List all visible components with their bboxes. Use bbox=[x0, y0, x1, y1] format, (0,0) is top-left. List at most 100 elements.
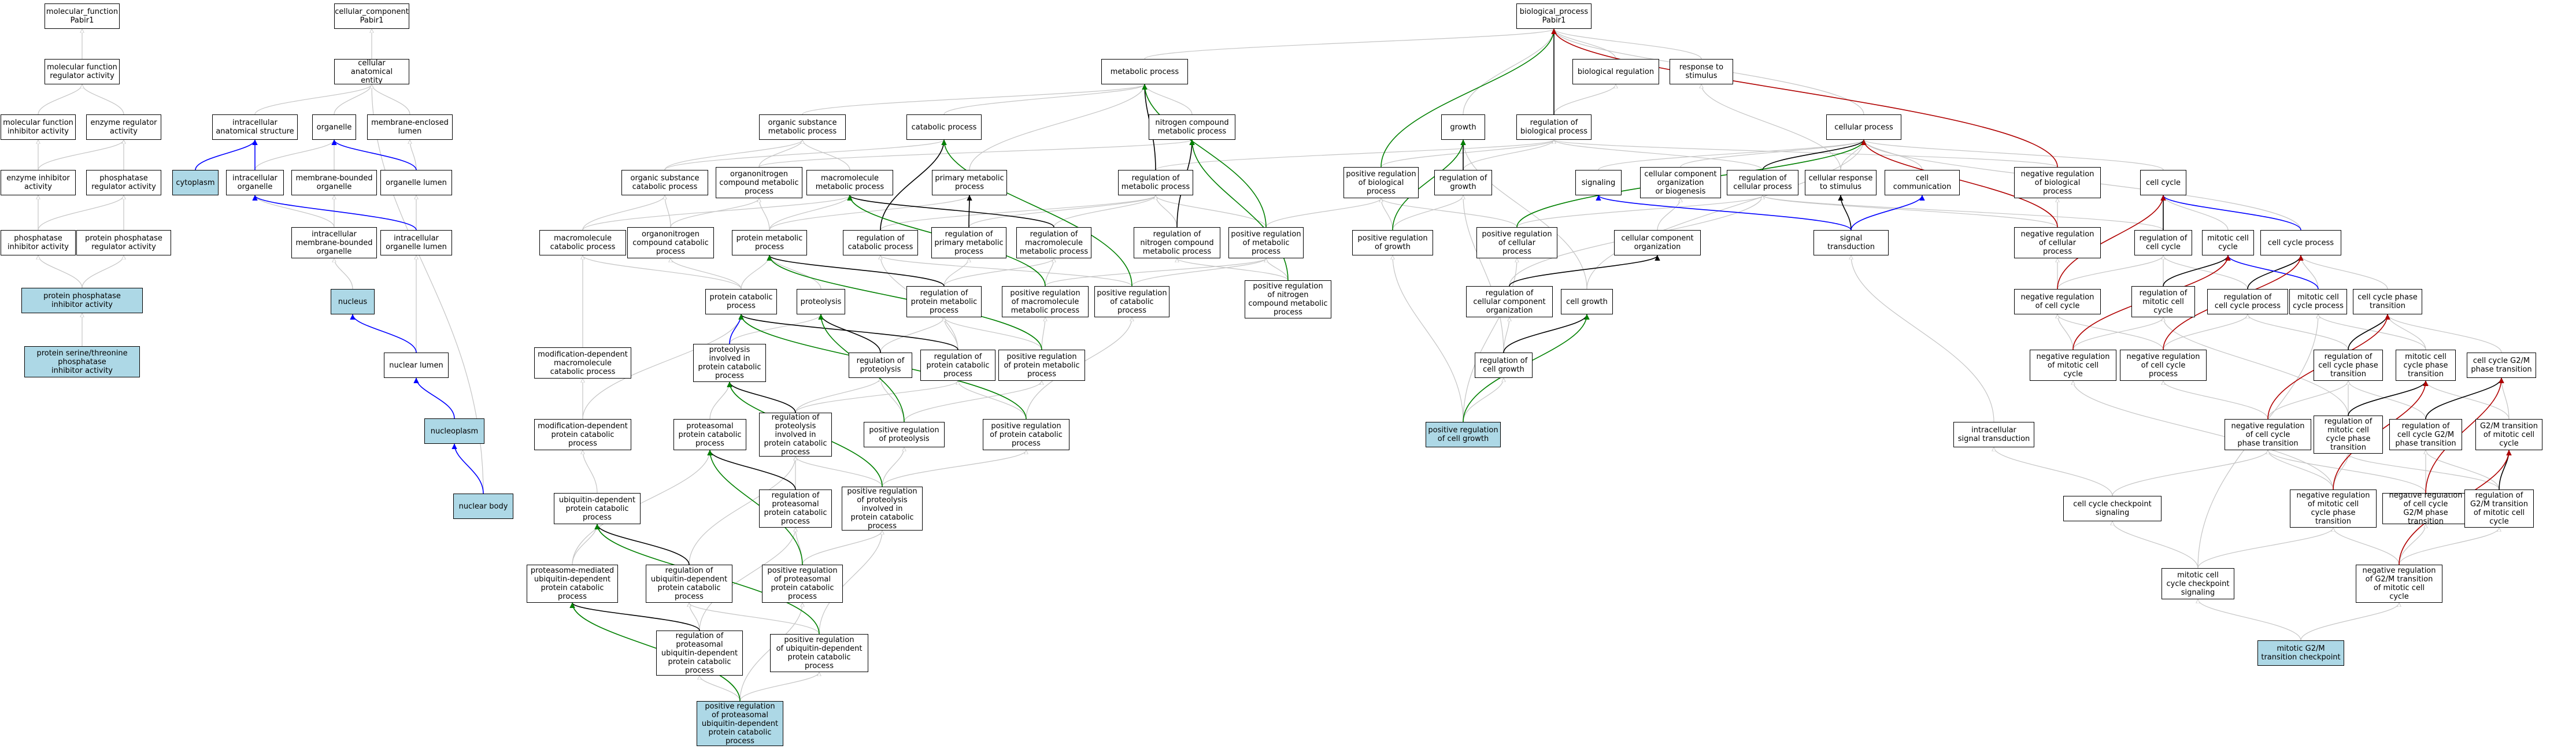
go-term-node-phosphatase-inhibitor-activity[interactable]: phosphatase inhibitor activity bbox=[1, 230, 76, 255]
go-term-node-regulation-of-cell-cycle-g2m-phase-transition[interactable]: regulation of cell cycle G2/M phase tran… bbox=[2389, 419, 2462, 450]
go-term-node-protein-phosphatase-inhibitor-activity[interactable]: protein phosphatase inhibitor activity bbox=[21, 288, 143, 313]
go-term-node-cellular-component-organization-or-biogenesis[interactable]: cellular component organization or bioge… bbox=[1640, 167, 1721, 198]
go-term-node-nuclear-body[interactable]: nuclear body bbox=[453, 494, 513, 519]
go-term-node-regulation-of-g2m-transition-of-mitotic-cell-cycle[interactable]: regulation of G2/M transition of mitotic… bbox=[2464, 490, 2534, 528]
go-term-node-positive-regulation-of-cell-growth[interactable]: positive regulation of cell growth bbox=[1426, 422, 1501, 447]
go-term-node-negative-regulation-of-mitotic-cell-cycle-phase-transition[interactable]: negative regulation of mitotic cell cycl… bbox=[2290, 490, 2377, 528]
go-term-node-organic-substance-metabolic-process[interactable]: organic substance metabolic process bbox=[759, 114, 846, 140]
go-term-node-cell-cycle-phase-transition[interactable]: cell cycle phase transition bbox=[2353, 289, 2422, 314]
go-term-node-modification-dependent-protein-catabolic-process[interactable]: modification-dependent protein catabolic… bbox=[534, 419, 631, 450]
go-term-node-intracellular-organelle-lumen[interactable]: intracellular organelle lumen bbox=[380, 230, 452, 255]
go-term-node-regulation-of-mitotic-cell-cycle[interactable]: regulation of mitotic cell cycle bbox=[2131, 286, 2195, 317]
go-term-node-regulation-of-proteolysis-involved-in-protein-catabolic-process[interactable]: regulation of proteolysis involved in pr… bbox=[759, 413, 832, 457]
go-term-node-positive-regulation-of-ubiquitin-dependent-protein-catabolic-process[interactable]: positive regulation of ubiquitin-depende… bbox=[770, 634, 868, 672]
go-term-node-regulation-of-macromolecule-metabolic-process[interactable]: regulation of macromolecule metabolic pr… bbox=[1016, 227, 1091, 258]
go-term-node-intracellular-organelle[interactable]: intracellular organelle bbox=[226, 170, 284, 195]
go-term-node-mitotic-cell-cycle-phase-transition[interactable]: mitotic cell cycle phase transition bbox=[2396, 350, 2456, 381]
go-term-node-regulation-of-mitotic-cell-cycle-phase-transition[interactable]: regulation of mitotic cell cycle phase t… bbox=[2314, 416, 2383, 454]
go-term-node-molecular-function[interactable]: molecular_function Pabir1 bbox=[45, 3, 120, 29]
go-term-node-positive-regulation-of-growth[interactable]: positive regulation of growth bbox=[1352, 230, 1433, 255]
go-term-node-regulation-of-cell-cycle-process[interactable]: regulation of cell cycle process bbox=[2207, 289, 2288, 314]
go-term-node-positive-regulation-of-macromolecule-metabolic-process[interactable]: positive regulation of macromolecule met… bbox=[1002, 286, 1089, 317]
go-term-node-primary-metabolic-process[interactable]: primary metabolic process bbox=[932, 170, 1007, 195]
go-term-node-cell-cycle-g2m-phase-transition[interactable]: cell cycle G2/M phase transition bbox=[2467, 353, 2536, 378]
go-term-node-organelle-lumen[interactable]: organelle lumen bbox=[380, 170, 452, 195]
go-term-node-organonitrogen-compound-catabolic-process[interactable]: organonitrogen compound catabolic proces… bbox=[627, 227, 714, 258]
go-term-node-enzyme-regulator-activity[interactable]: enzyme regulator activity bbox=[86, 114, 161, 140]
go-term-node-biological-process[interactable]: biological_process Pabir1 bbox=[1516, 3, 1592, 29]
go-term-node-intracellular-membrane-bounded-organelle[interactable]: intracellular membrane-bounded organelle bbox=[291, 227, 377, 258]
go-term-node-negative-regulation-of-cell-cycle-process[interactable]: negative regulation of cell cycle proces… bbox=[2120, 350, 2207, 381]
go-term-node-catabolic-process[interactable]: catabolic process bbox=[906, 114, 982, 140]
go-term-node-intracellular-anatomical-structure[interactable]: intracellular anatomical structure bbox=[212, 114, 298, 140]
go-term-node-signaling[interactable]: signaling bbox=[1575, 170, 1622, 195]
go-term-node-regulation-of-primary-metabolic-process[interactable]: regulation of primary metabolic process bbox=[931, 227, 1006, 258]
go-term-node-positive-regulation-of-biological-process[interactable]: positive regulation of biological proces… bbox=[1343, 167, 1419, 198]
go-term-node-regulation-of-nitrogen-compound-metabolic-process[interactable]: regulation of nitrogen compound metaboli… bbox=[1134, 227, 1220, 258]
go-term-node-negative-regulation-of-biological-process[interactable]: negative regulation of biological proces… bbox=[2014, 167, 2101, 198]
go-term-node-regulation-of-catabolic-process[interactable]: regulation of catabolic process bbox=[843, 230, 918, 255]
go-term-node-regulation-of-proteasomal-protein-catabolic-process[interactable]: regulation of proteasomal protein catabo… bbox=[759, 490, 832, 528]
go-term-node-proteasomal-protein-catabolic-process[interactable]: proteasomal protein catabolic process bbox=[673, 419, 746, 450]
go-term-node-protein-phosphatase-regulator-activity[interactable]: protein phosphatase regulator activity bbox=[76, 230, 171, 255]
go-term-node-positive-regulation-of-nitrogen-compound-metabolic-process[interactable]: positive regulation of nitrogen compound… bbox=[1245, 280, 1331, 318]
go-term-node-macromolecule-catabolic-process[interactable]: macromolecule catabolic process bbox=[539, 230, 626, 255]
go-term-node-macromolecule-metabolic-process[interactable]: macromolecule metabolic process bbox=[806, 170, 893, 195]
go-term-node-nucleoplasm[interactable]: nucleoplasm bbox=[424, 418, 484, 444]
go-term-node-ubiquitin-dependent-protein-catabolic-process[interactable]: ubiquitin-dependent protein catabolic pr… bbox=[554, 493, 641, 524]
go-term-node-negative-regulation-of-g2m-transition-of-mitotic-cell-cycle[interactable]: negative regulation of G2/M transition o… bbox=[2356, 565, 2442, 603]
go-term-node-regulation-of-growth[interactable]: regulation of growth bbox=[1434, 170, 1492, 195]
go-term-node-cell-cycle-process[interactable]: cell cycle process bbox=[2260, 230, 2341, 255]
go-term-node-cellular-anatomical-entity[interactable]: cellular anatomical entity bbox=[334, 59, 409, 84]
go-term-node-regulation-of-cell-growth[interactable]: regulation of cell growth bbox=[1475, 353, 1533, 378]
go-term-node-modification-dependent-macromolecule-catabolic-process[interactable]: modification-dependent macromolecule cat… bbox=[534, 347, 631, 379]
go-term-node-regulation-of-cell-cycle-phase-transition[interactable]: regulation of cell cycle phase transitio… bbox=[2314, 350, 2383, 381]
go-term-node-nuclear-lumen[interactable]: nuclear lumen bbox=[384, 353, 449, 378]
go-term-node-regulation-of-cellular-component-organization[interactable]: regulation of cellular component organiz… bbox=[1466, 286, 1553, 317]
go-term-node-negative-regulation-of-cellular-process[interactable]: negative regulation of cellular process bbox=[2014, 227, 2101, 258]
go-term-node-membrane-enclosed-lumen[interactable]: membrane-enclosed lumen bbox=[367, 114, 453, 140]
go-term-node-organonitrogen-compound-metabolic-process[interactable]: organonitrogen compound metabolic proces… bbox=[716, 167, 802, 198]
go-term-node-proteolysis-involved-in-protein-catabolic-process[interactable]: proteolysis involved in protein cataboli… bbox=[693, 344, 766, 382]
go-term-node-mitotic-g2m-transition-checkpoint[interactable]: mitotic G2/M transition checkpoint bbox=[2257, 640, 2344, 666]
go-term-node-organelle[interactable]: organelle bbox=[312, 114, 356, 140]
go-term-node-proteolysis[interactable]: proteolysis bbox=[797, 289, 845, 314]
go-term-node-positive-regulation-of-cellular-process[interactable]: positive regulation of cellular process bbox=[1476, 227, 1557, 258]
go-term-node-organic-substance-catabolic-process[interactable]: organic substance catabolic process bbox=[621, 170, 708, 195]
go-term-node-cell-growth[interactable]: cell growth bbox=[1561, 289, 1613, 314]
go-term-node-mf-inhibitor-activity[interactable]: molecular function inhibitor activity bbox=[1, 114, 76, 140]
go-term-node-metabolic-process[interactable]: metabolic process bbox=[1101, 59, 1188, 84]
go-term-node-negative-regulation-of-mitotic-cell-cycle[interactable]: negative regulation of mitotic cell cycl… bbox=[2030, 350, 2116, 381]
go-term-node-positive-regulation-of-proteasomal-ubiquitin-dependent-protein-catabolic-process[interactable]: positive regulation of proteasomal ubiqu… bbox=[697, 701, 783, 746]
go-term-node-cell-cycle-checkpoint-signaling[interactable]: cell cycle checkpoint signaling bbox=[2063, 496, 2162, 521]
go-term-node-protein-serine-threonine-phosphatase-inhibitor-activity[interactable]: protein serine/threonine phosphatase inh… bbox=[24, 346, 140, 377]
go-term-node-g2m-transition-of-mitotic-cell-cycle[interactable]: G2/M transition of mitotic cell cycle bbox=[2475, 419, 2542, 450]
go-term-node-biological-regulation[interactable]: biological regulation bbox=[1572, 59, 1659, 84]
go-term-node-proteasome-mediated-ubiquitin-dependent-protein-catabolic-process[interactable]: proteasome-mediated ubiquitin-dependent … bbox=[527, 565, 618, 603]
go-term-node-response-to-stimulus[interactable]: response to stimulus bbox=[1670, 59, 1733, 84]
go-term-node-regulation-of-protein-catabolic-process[interactable]: regulation of protein catabolic process bbox=[920, 350, 995, 381]
go-term-node-cellular-process[interactable]: cellular process bbox=[1826, 114, 1901, 140]
go-term-node-regulation-of-proteasomal-ubiquitin-dependent-protein-catabolic-process[interactable]: regulation of proteasomal ubiquitin-depe… bbox=[656, 631, 743, 676]
go-term-node-positive-regulation-of-proteolysis-involved-in-protein-catabolic-process[interactable]: positive regulation of proteolysis invol… bbox=[842, 487, 923, 531]
go-term-node-mitotic-cell-cycle-checkpoint-signaling[interactable]: mitotic cell cycle checkpoint signaling bbox=[2162, 568, 2234, 599]
go-term-node-positive-regulation-of-proteolysis[interactable]: positive regulation of proteolysis bbox=[864, 422, 945, 447]
go-term-node-nucleus[interactable]: nucleus bbox=[331, 289, 375, 314]
go-term-node-regulation-of-cell-cycle[interactable]: regulation of cell cycle bbox=[2134, 230, 2192, 255]
go-term-node-cell-cycle[interactable]: cell cycle bbox=[2140, 170, 2186, 195]
go-term-node-phosphatase-regulator-activity[interactable]: phosphatase regulator activity bbox=[86, 170, 161, 195]
go-term-node-nitrogen-compound-metabolic-process[interactable]: nitrogen compound metabolic process bbox=[1149, 114, 1235, 140]
go-term-node-mitotic-cell-cycle-process[interactable]: mitotic cell cycle process bbox=[2289, 289, 2347, 314]
go-term-node-positive-regulation-of-protein-catabolic-process[interactable]: positive regulation of protein catabolic… bbox=[983, 419, 1069, 450]
go-term-node-membrane-bounded-organelle[interactable]: membrane-bounded organelle bbox=[291, 170, 377, 195]
go-term-node-positive-regulation-of-proteasomal-protein-catabolic-process[interactable]: positive regulation of proteasomal prote… bbox=[762, 565, 843, 603]
go-term-node-regulation-of-cellular-process[interactable]: regulation of cellular process bbox=[1727, 170, 1798, 195]
go-term-node-negative-regulation-of-cell-cycle[interactable]: negative regulation of cell cycle bbox=[2014, 289, 2101, 314]
go-term-node-cellular-component[interactable]: cellular_component Pabir1 bbox=[334, 3, 409, 29]
go-term-node-regulation-of-protein-metabolic-process[interactable]: regulation of protein metabolic process bbox=[906, 286, 982, 317]
go-term-node-intracellular-signal-transduction[interactable]: intracellular signal transduction bbox=[1953, 422, 2034, 447]
go-term-node-enzyme-inhibitor-activity[interactable]: enzyme inhibitor activity bbox=[1, 170, 76, 195]
go-term-node-positive-regulation-of-metabolic-process[interactable]: positive regulation of metabolic process bbox=[1228, 227, 1304, 258]
go-term-node-mitotic-cell-cycle[interactable]: mitotic cell cycle bbox=[2202, 230, 2254, 255]
go-term-node-cytoplasm[interactable]: cytoplasm bbox=[172, 170, 219, 195]
